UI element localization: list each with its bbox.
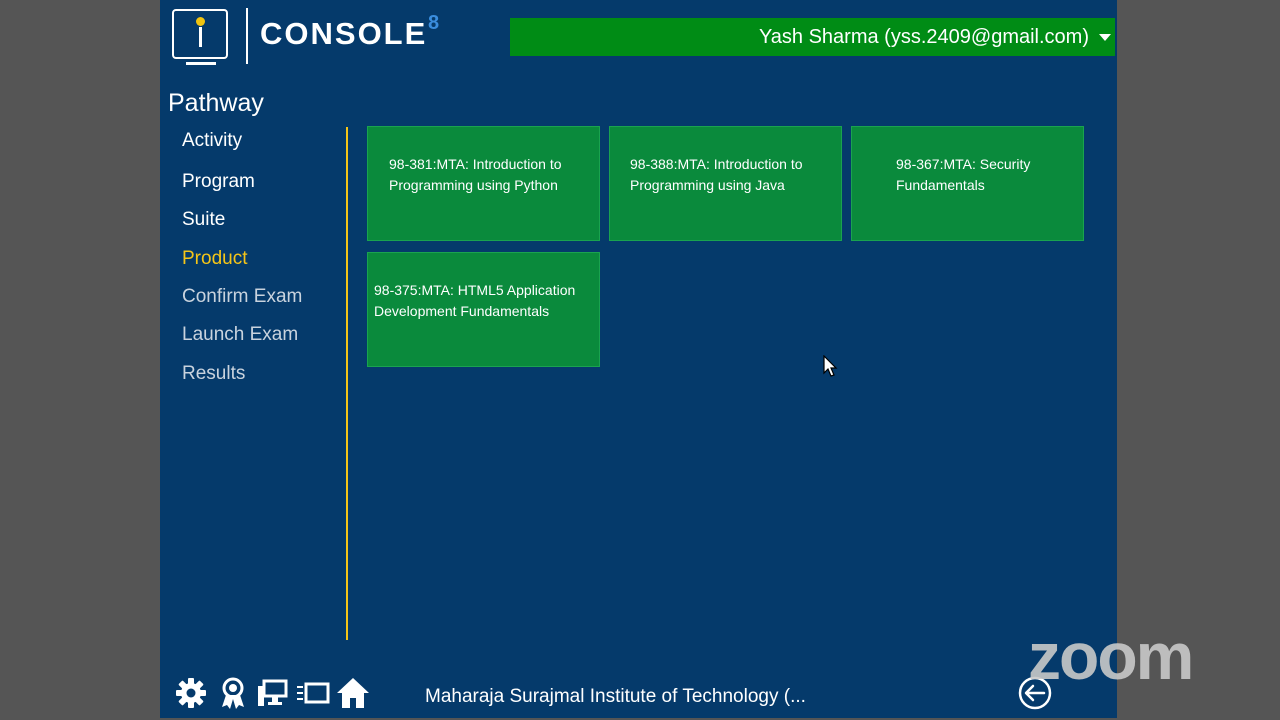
institution-name: Maharaja Surajmal Institute of Technolog… <box>425 686 806 707</box>
tile-label-line2: Programming using Python <box>389 177 558 193</box>
console-app-window: CONSOLE 8 Yash Sharma (yss.2409@gmail.co… <box>160 0 1117 718</box>
product-tile[interactable]: 98-375:MTA: HTML5 Application Developmen… <box>367 252 600 367</box>
product-tile[interactable]: 98-367:MTA: Security Fundamentals <box>851 126 1084 241</box>
tile-label-line2: Development Fundamentals <box>374 303 550 319</box>
tile-label-line1: 98-388:MTA: Introduction to <box>630 156 803 172</box>
nav-item-launch-exam[interactable]: Launch Exam <box>182 324 299 345</box>
user-name-label: Yash Sharma (yss.2409@gmail.com) <box>758 26 1089 48</box>
nav-item-product[interactable]: Product <box>182 248 248 269</box>
console-logo-icon <box>172 9 228 65</box>
gear-icon[interactable] <box>174 676 208 710</box>
tile-label-line1: 98-381:MTA: Introduction to <box>389 156 562 172</box>
section-title: Pathway <box>168 89 264 117</box>
nav-divider <box>346 127 348 640</box>
nav-item-results[interactable]: Results <box>182 363 246 384</box>
product-tile[interactable]: 98-381:MTA: Introduction to Programming … <box>367 126 600 241</box>
nav-item-suite[interactable]: Suite <box>182 209 226 230</box>
nav-item-activity[interactable]: Activity <box>182 130 243 151</box>
nav-item-confirm-exam[interactable]: Confirm Exam <box>182 286 303 307</box>
logo-divider <box>246 8 248 64</box>
devices-icon[interactable] <box>256 676 290 710</box>
logo-superscript: 8 <box>428 12 440 34</box>
zoom-watermark: zoom <box>1028 619 1194 693</box>
nav-item-program[interactable]: Program <box>182 171 255 192</box>
tile-label-line2: Fundamentals <box>896 177 985 193</box>
mouse-cursor-icon <box>823 355 838 377</box>
back-arrow-icon[interactable] <box>1018 676 1052 710</box>
caret-down-icon <box>1099 34 1111 41</box>
home-icon[interactable] <box>336 676 370 710</box>
tile-label-line1: 98-367:MTA: Security <box>896 156 1031 172</box>
certificate-icon[interactable] <box>216 676 250 710</box>
product-tiles: 98-381:MTA: Introduction to Programming … <box>367 126 1097 376</box>
logo-text: CONSOLE <box>260 16 428 51</box>
tile-label-line2: Programming using Java <box>630 177 785 193</box>
product-tile[interactable]: 98-388:MTA: Introduction to Programming … <box>609 126 842 241</box>
window-list-icon[interactable] <box>296 676 330 710</box>
user-account-dropdown[interactable]: Yash Sharma (yss.2409@gmail.com) <box>510 18 1115 56</box>
tile-label-line1: 98-375:MTA: HTML5 Application <box>374 282 576 298</box>
